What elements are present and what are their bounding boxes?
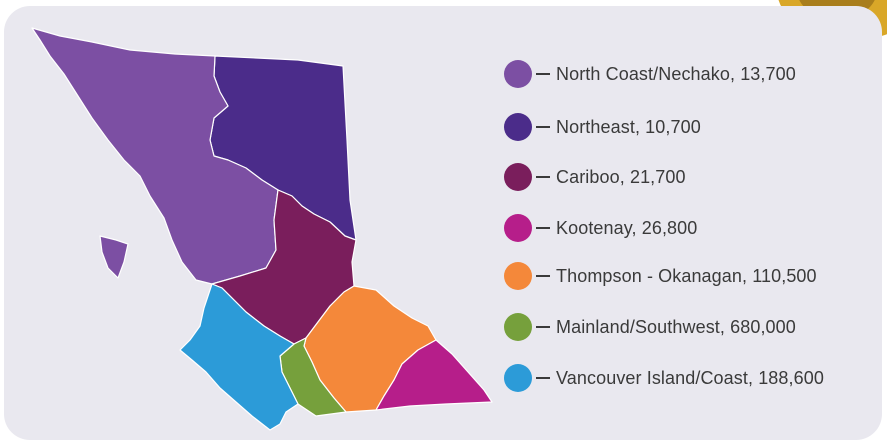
legend-swatch xyxy=(504,262,532,290)
legend-label: Northeast, 10,700 xyxy=(556,116,701,137)
legend-dash xyxy=(536,377,550,379)
legend-label: Kootenay, 26,800 xyxy=(556,217,698,238)
legend-dash xyxy=(536,126,550,128)
legend-dash xyxy=(536,73,550,75)
legend-item-cariboo: Cariboo, 21,700 xyxy=(504,161,686,193)
legend-swatch xyxy=(504,163,532,191)
region-vancouver-island-coast xyxy=(179,283,299,431)
legend-label: Thompson - Okanagan, 110,500 xyxy=(556,265,817,286)
legend-item-thompson-okanagan: Thompson - Okanagan, 110,500 xyxy=(504,260,817,292)
legend-item-kootenay: Kootenay, 26,800 xyxy=(504,212,697,244)
legend-dash xyxy=(536,227,550,229)
region-haida-gwaii xyxy=(99,235,129,279)
legend-item-northeast: Northeast, 10,700 xyxy=(504,111,701,143)
legend-label: Vancouver Island/Coast, 188,600 xyxy=(556,367,824,388)
legend-dash xyxy=(536,176,550,178)
legend-swatch xyxy=(504,214,532,242)
legend-swatch xyxy=(504,364,532,392)
legend-item-mainland-southwest: Mainland/Southwest, 680,000 xyxy=(504,311,796,343)
legend-item-vancouver-island-coast: Vancouver Island/Coast, 188,600 xyxy=(504,362,824,394)
region-kootenay xyxy=(375,339,493,411)
legend-label: Mainland/Southwest, 680,000 xyxy=(556,316,796,337)
legend-label: Cariboo, 21,700 xyxy=(556,166,686,187)
legend-swatch xyxy=(504,113,532,141)
legend-dash xyxy=(536,275,550,277)
legend-dash xyxy=(536,326,550,328)
legend-swatch xyxy=(504,313,532,341)
legend-swatch xyxy=(504,60,532,88)
legend-item-north-coast-nechako: North Coast/Nechako, 13,700 xyxy=(504,58,796,90)
legend-label: North Coast/Nechako, 13,700 xyxy=(556,63,796,84)
